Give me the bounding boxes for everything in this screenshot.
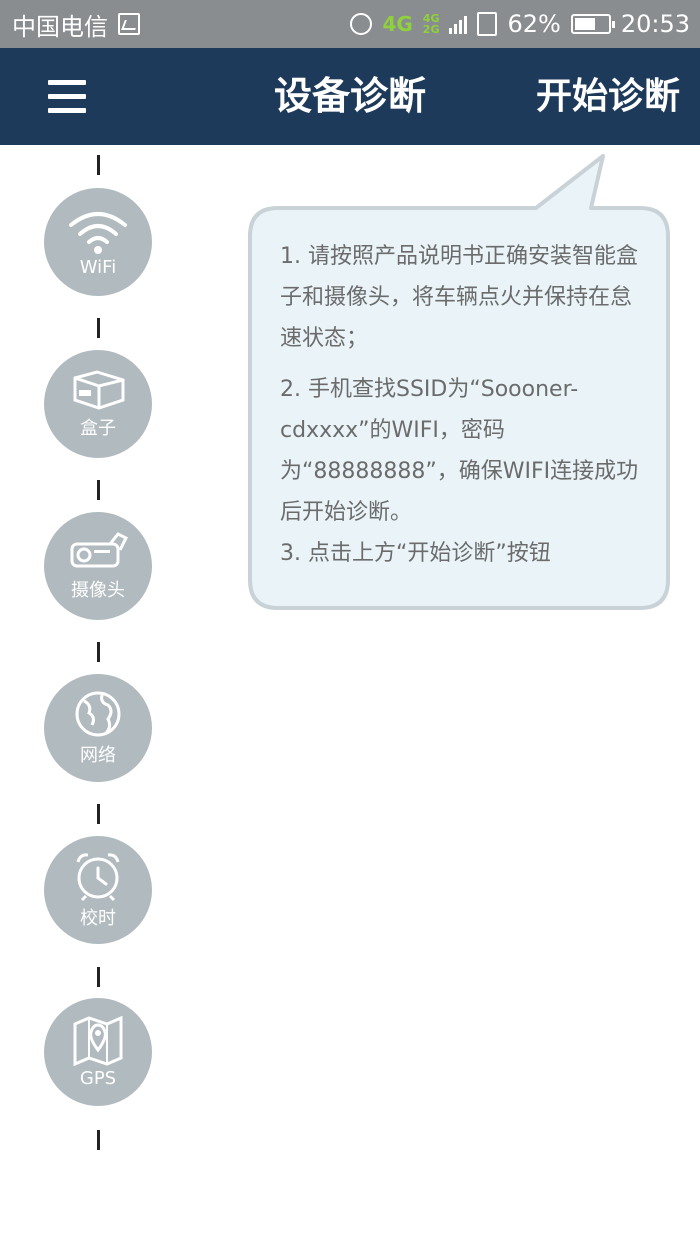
step-camera: 摄像头 xyxy=(44,512,152,620)
step-label: 网络 xyxy=(80,745,116,766)
carrier-name: 中国电信 xyxy=(12,12,108,41)
map-pin-icon xyxy=(73,1015,123,1066)
battery-percent: 62% xyxy=(507,10,561,38)
instruction-text: 1. 请按照产品说明书正确安装智能盒子和摄像头，将车辆点火并保持在怠速状态； 2… xyxy=(280,236,650,574)
step-label: 盒子 xyxy=(80,418,116,439)
instruction-step-3: 3. 点击上方“开始诊断”按钮 xyxy=(280,541,551,566)
timeline-connector xyxy=(97,155,100,175)
box-device-icon xyxy=(73,370,125,410)
step-label: WiFi xyxy=(79,256,117,278)
speech-bubble-shape xyxy=(248,154,670,610)
step-time-sync: 校时 xyxy=(44,836,152,944)
step-wifi: WiFi xyxy=(44,188,152,296)
instruction-step-1: 1. 请按照产品说明书正确安装智能盒子和摄像头，将车辆点火并保持在怠速状态； xyxy=(280,244,638,351)
timeline-connector xyxy=(97,804,100,824)
timeline-connector xyxy=(97,318,100,338)
step-label: 校时 xyxy=(80,908,116,929)
step-label: 摄像头 xyxy=(71,580,125,601)
page-title: 设备诊断 xyxy=(273,74,426,118)
instruction-step-2: 2. 手机查找SSID为“Soooner-cdxxxx”的WIFI，密码为“88… xyxy=(280,377,639,525)
wifi-icon xyxy=(69,211,127,254)
camera-icon xyxy=(70,532,129,568)
timeline-connector xyxy=(97,642,100,662)
network-type: 4G xyxy=(382,12,413,36)
clock-time: 20:53 xyxy=(620,10,690,38)
timeline-connector xyxy=(97,967,100,987)
step-network: 网络 xyxy=(44,674,152,782)
app-header: 设备诊断 开始诊断 xyxy=(0,48,700,145)
step-gps: GPS xyxy=(44,998,152,1106)
globe-icon xyxy=(75,691,121,737)
image-icon xyxy=(118,13,140,35)
instruction-bubble: 1. 请按照产品说明书正确安装智能盒子和摄像头，将车辆点火并保持在怠速状态； 2… xyxy=(246,150,672,612)
sim-icon xyxy=(477,12,498,36)
timeline-connector xyxy=(97,480,100,500)
start-diagnosis-button[interactable]: 开始诊断 xyxy=(535,76,680,117)
network-stack: 4G 2G xyxy=(423,13,440,35)
signal-icon xyxy=(449,14,468,34)
status-bar: 中国电信 4G 4G 2G 62% 20:53 xyxy=(0,0,700,48)
network-stack-top: 4G xyxy=(422,12,440,25)
hamburger-icon[interactable] xyxy=(48,80,86,114)
timeline-connector xyxy=(97,1130,100,1150)
step-box: 盒子 xyxy=(44,350,152,458)
alarm-icon xyxy=(350,13,373,35)
network-stack-bottom: 2G xyxy=(422,23,440,36)
alarm-clock-icon xyxy=(76,853,120,902)
step-label: GPS xyxy=(79,1067,117,1089)
battery-icon xyxy=(570,14,615,34)
